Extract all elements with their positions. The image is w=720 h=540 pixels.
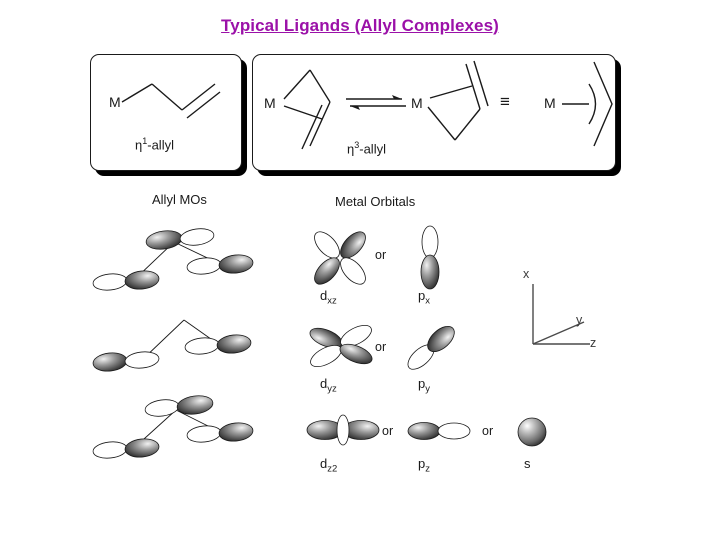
orbital-dz2-shape xyxy=(306,414,380,446)
equilibrium-arrows-icon xyxy=(346,95,406,110)
orbital-py-shape xyxy=(407,325,455,370)
axis-label-y: y xyxy=(576,313,583,327)
eta1-metal-label: M xyxy=(109,94,121,110)
eta3-metal-label-left: M xyxy=(264,95,276,111)
orbital-symbol-s: s xyxy=(524,456,531,471)
orbital-symbol-d-yz: d xyxy=(320,376,328,391)
eta3-metal-label-right: M xyxy=(544,95,556,111)
orbital-label-dyz: dyz xyxy=(320,376,337,395)
allyl-mo-nonbonding xyxy=(92,319,252,372)
or-connector-row2: or xyxy=(375,340,387,354)
eta1-hapticity: 1 xyxy=(142,136,148,146)
eta1-allyl-text: -allyl xyxy=(147,137,174,153)
eta3-hapticity: 3 xyxy=(354,140,360,150)
orbital-label-py: py xyxy=(418,376,430,395)
orbital-label-pz: pz xyxy=(418,456,430,475)
orbital-symbol-p-x: p xyxy=(418,288,426,303)
orbital-sub-z: z xyxy=(425,463,430,475)
orbital-sub-x: x xyxy=(425,295,430,307)
orbital-sub-xz: xz xyxy=(327,295,337,307)
eta3-structure-mid xyxy=(427,60,489,141)
eta1-structure-drawing xyxy=(121,83,221,119)
orbital-s-shape xyxy=(517,417,547,447)
orbital-px-shape xyxy=(420,225,440,290)
orbital-pz-shape xyxy=(407,422,471,440)
eta3-allyl-text: -allyl xyxy=(359,141,386,157)
eta3-eta-symbol: η xyxy=(347,141,355,157)
page-title: Typical Ligands (Allyl Complexes) xyxy=(221,16,499,35)
orbital-sub-z2: z2 xyxy=(327,463,338,475)
eta3-structure-left xyxy=(283,69,331,150)
eta3-metal-label-mid: M xyxy=(411,95,423,111)
orbital-sub-yz: yz xyxy=(327,383,337,395)
equivalence-symbol: ≡ xyxy=(500,92,510,111)
orbital-symbol-p-z: p xyxy=(418,456,426,471)
eta3-allyl-label: η3-allyl xyxy=(347,140,386,156)
eta3-structure-shorthand xyxy=(562,61,613,147)
orbital-dxz-shape xyxy=(314,231,366,285)
eta1-eta-symbol: η xyxy=(135,137,143,153)
orbital-symbol-p-y: p xyxy=(418,376,426,391)
eta1-allyl-label: η1-allyl xyxy=(135,136,174,152)
axis-label-z: z xyxy=(590,336,597,350)
eta1-allyl-box xyxy=(90,54,242,171)
orbital-label-dxz: dxz xyxy=(320,288,337,307)
orbital-label-px: px xyxy=(418,288,430,307)
orbital-symbol-d: d xyxy=(320,288,328,303)
orbital-sub-y: y xyxy=(425,383,430,395)
axis-indicator xyxy=(532,284,590,345)
or-connector-row1: or xyxy=(375,248,387,262)
orbital-dyz-shape xyxy=(309,324,373,368)
allyl-mo-bonding xyxy=(92,395,254,459)
orbital-symbol-d-z2: d xyxy=(320,456,328,471)
allyl-mo-antibonding xyxy=(92,228,254,291)
axis-label-x: x xyxy=(523,267,530,281)
or-connector-row3-b: or xyxy=(482,424,494,438)
metal-orbitals-heading: Metal Orbitals xyxy=(335,194,416,209)
or-connector-row3-a: or xyxy=(382,424,394,438)
orbital-label-dz2: dz2 xyxy=(320,456,337,475)
orbital-label-s: s xyxy=(524,456,531,475)
allyl-mos-heading: Allyl MOs xyxy=(152,192,207,207)
